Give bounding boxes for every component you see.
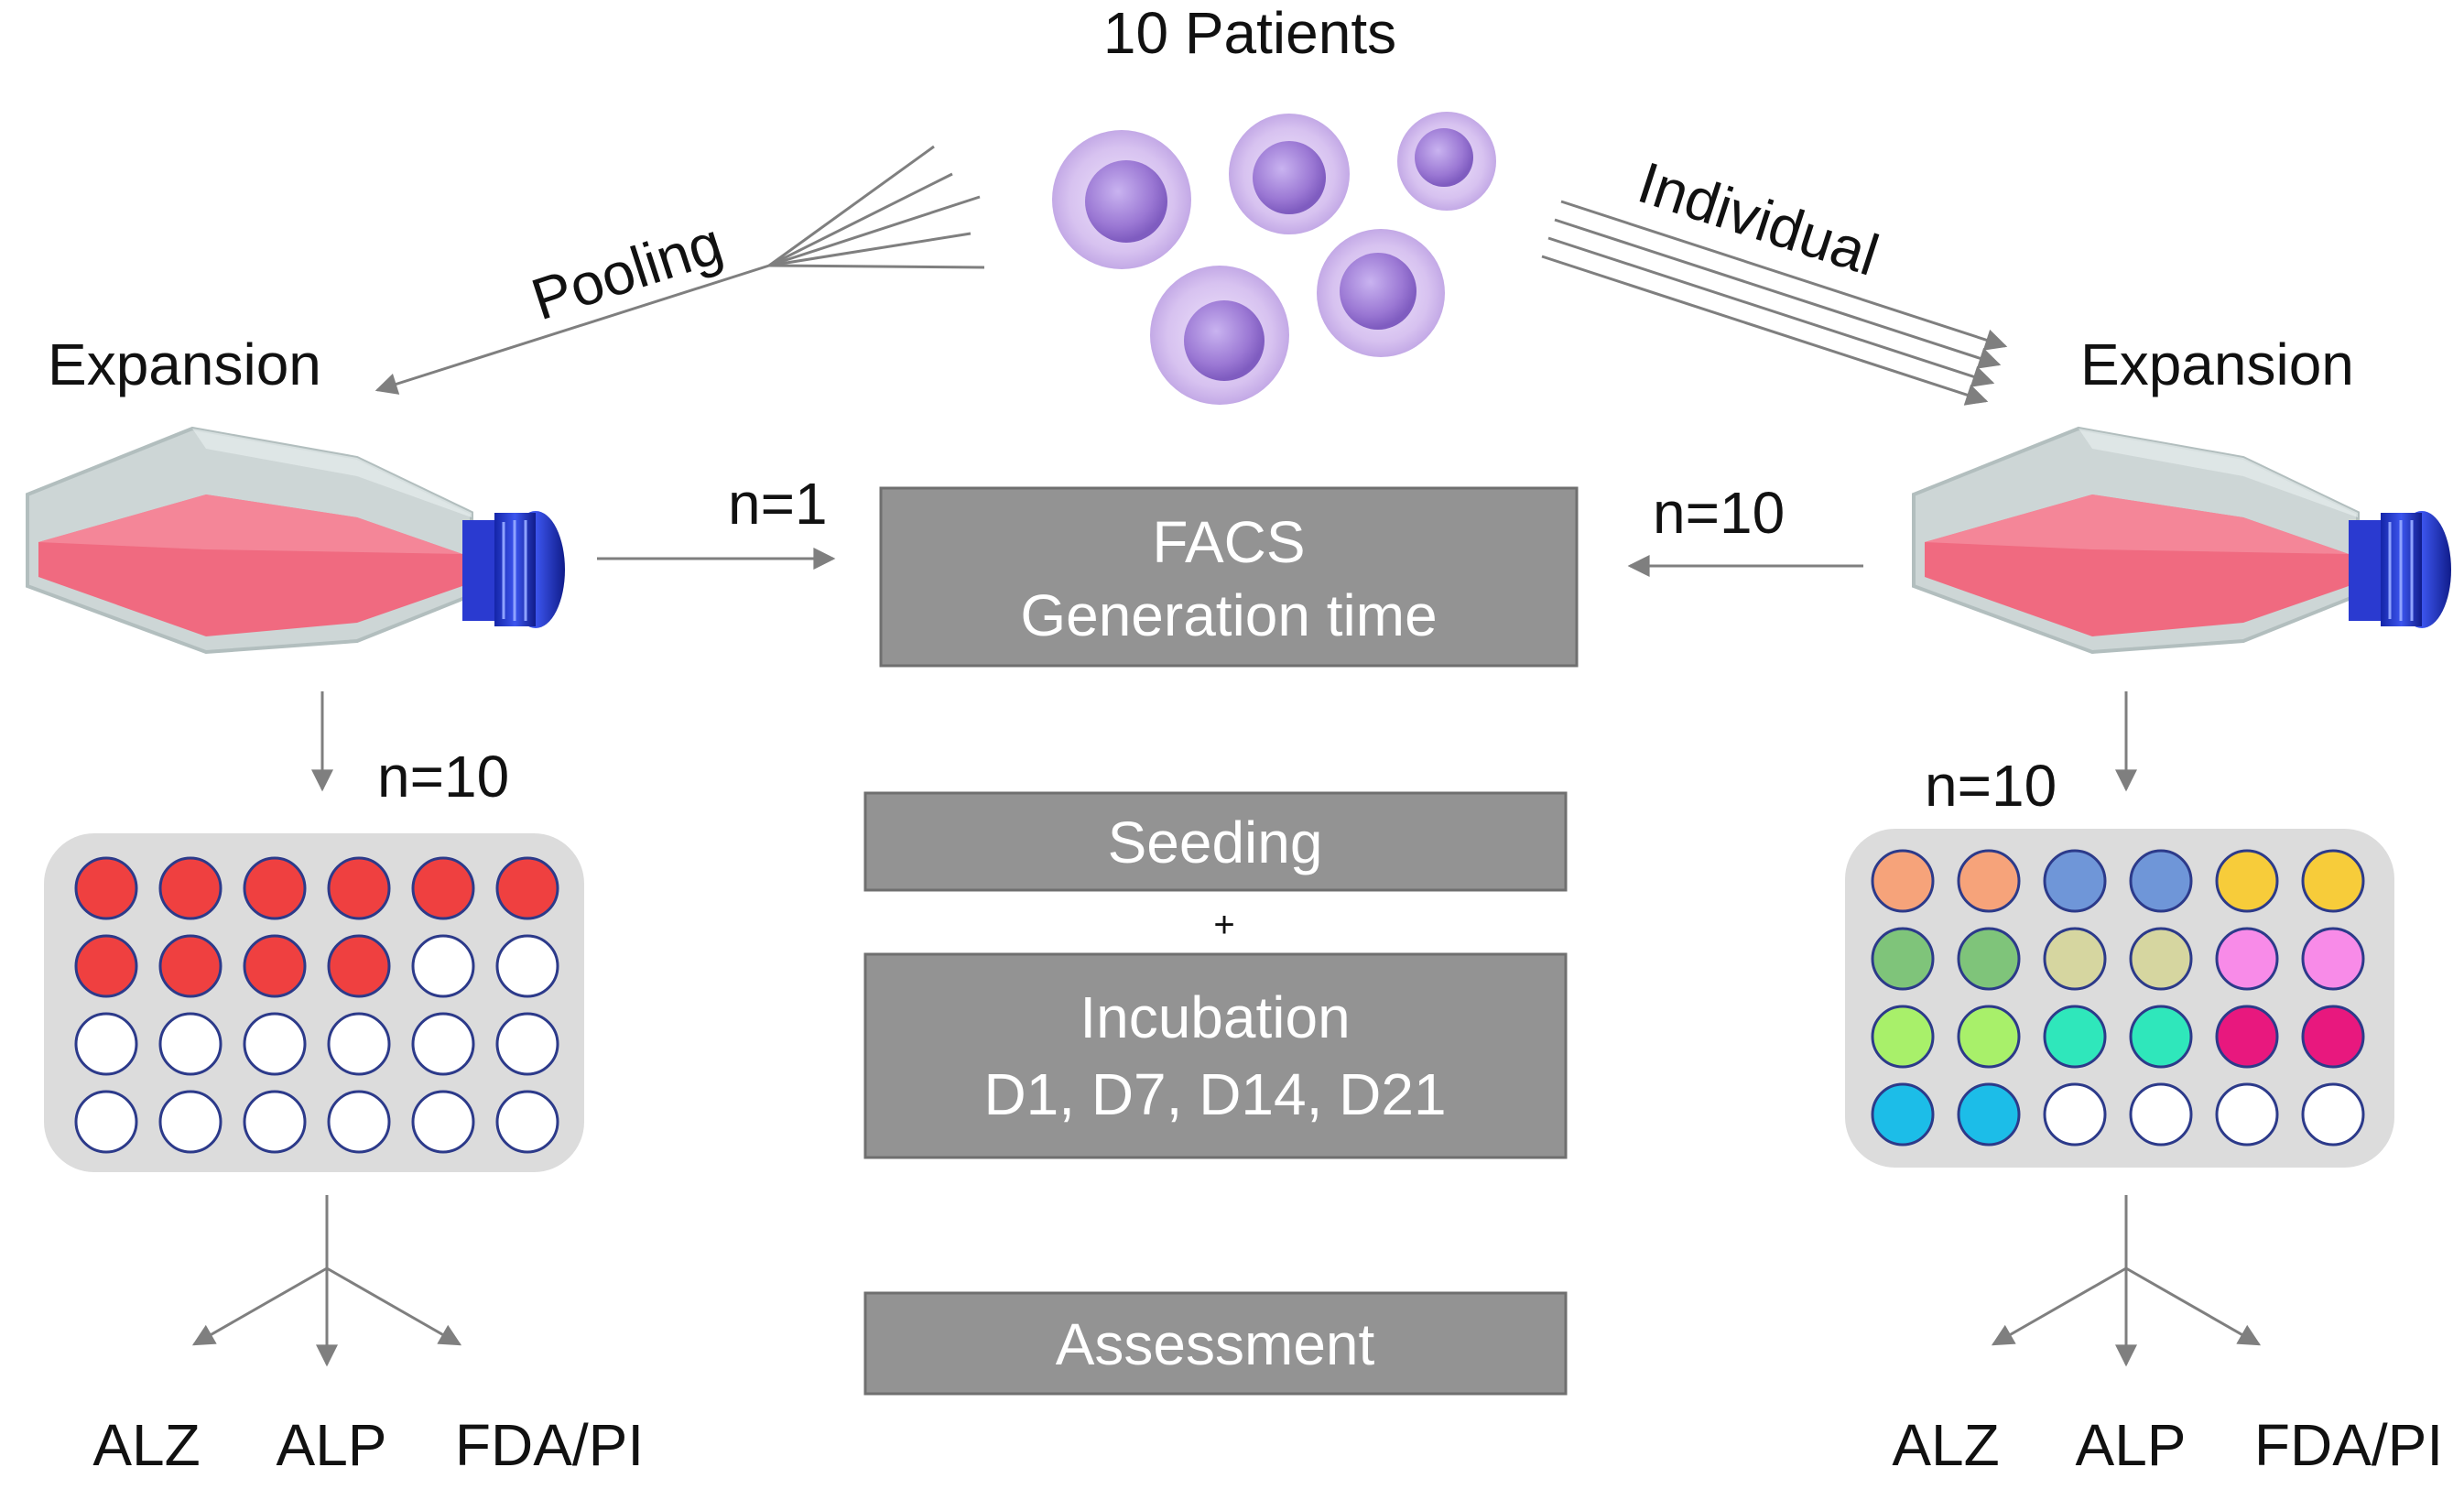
left-well-r3-c3	[243, 1012, 307, 1076]
right-assay-fdapi: FDA/PI	[2254, 1412, 2443, 1478]
right-well-r2-c6	[2301, 927, 2365, 991]
left-assay-arrows	[191, 1195, 462, 1367]
right-culture-flask	[1912, 426, 2451, 655]
right-well-r2-c4	[2129, 927, 2193, 991]
left-well-r2-c2	[158, 934, 223, 998]
assessment-box: Assessment	[863, 1291, 1568, 1396]
left-well-r3-c1	[74, 1012, 138, 1076]
right-well-r2-c5	[2215, 927, 2279, 991]
right-well-r4-c5	[2215, 1082, 2279, 1147]
left-well-r4-c4	[327, 1090, 391, 1154]
left-expansion-label: Expansion	[48, 331, 321, 397]
facs-box: FACS Generation time	[879, 486, 1579, 668]
seeding-box: Seeding	[863, 791, 1568, 892]
cell	[1229, 114, 1350, 234]
right-n-plate-label: n=10	[1925, 753, 2057, 819]
left-well-r2-c3	[243, 934, 307, 998]
right-well-r3-c6	[2301, 1005, 2365, 1069]
left-well-r1-c1	[74, 856, 138, 920]
left-well-r4-c3	[243, 1090, 307, 1154]
incubation-title: Incubation	[1080, 984, 1350, 1050]
left-well-r4-c6	[495, 1090, 559, 1154]
diagram-title: 10 Patients	[1103, 0, 1396, 66]
left-well-r1-c6	[495, 856, 559, 920]
right-assay-alz: ALZ	[1892, 1412, 1999, 1478]
facs-subtitle: Generation time	[1020, 582, 1437, 648]
right-well-r1-c2	[1957, 849, 2021, 913]
left-well-r2-c1	[74, 934, 138, 998]
right-well-r1-c6	[2301, 849, 2365, 913]
left-well-r1-c5	[411, 856, 475, 920]
individual-lines	[1541, 200, 2008, 406]
left-well-r4-c5	[411, 1090, 475, 1154]
cell	[1317, 229, 1445, 357]
right-well-r4-c4	[2129, 1082, 2193, 1147]
right-well-r2-c3	[2043, 927, 2107, 991]
plus-sign: +	[1213, 905, 1234, 945]
left-well-r2-c4	[327, 934, 391, 998]
left-n-facs-label: n=1	[728, 471, 828, 537]
right-n-facs-label: n=10	[1653, 480, 1785, 546]
right-well-r3-c1	[1871, 1005, 1935, 1069]
cell	[1052, 130, 1191, 269]
right-well-r2-c2	[1957, 927, 2021, 991]
patient-cells	[1052, 112, 1496, 405]
left-well-r1-c4	[327, 856, 391, 920]
right-well-r3-c2	[1957, 1005, 2021, 1069]
facs-title: FACS	[1152, 509, 1305, 575]
left-wells	[74, 856, 559, 1154]
right-assay-alp: ALP	[2076, 1412, 2187, 1478]
left-well-r1-c2	[158, 856, 223, 920]
left-well-r4-c1	[74, 1090, 138, 1154]
left-well-r3-c2	[158, 1012, 223, 1076]
right-well-r1-c1	[1871, 849, 1935, 913]
right-well-r1-c3	[2043, 849, 2107, 913]
right-well-r4-c2	[1957, 1082, 2021, 1147]
right-well-plate	[1845, 829, 2394, 1168]
right-well-r4-c6	[2301, 1082, 2365, 1147]
left-n-plate-label: n=10	[377, 744, 509, 810]
left-assay-alp: ALP	[277, 1412, 387, 1478]
incubation-box: Incubation D1, D7, D14, D21	[863, 952, 1568, 1159]
left-well-r3-c5	[411, 1012, 475, 1076]
right-well-r3-c3	[2043, 1005, 2107, 1069]
right-well-r4-c1	[1871, 1082, 1935, 1147]
right-well-r3-c4	[2129, 1005, 2193, 1069]
right-well-r1-c5	[2215, 849, 2279, 913]
right-well-r4-c3	[2043, 1082, 2107, 1147]
cell	[1397, 112, 1496, 211]
left-well-r4-c2	[158, 1090, 223, 1154]
left-well-r2-c5	[411, 934, 475, 998]
left-culture-flask	[26, 426, 565, 655]
left-well-plate	[44, 833, 584, 1172]
individual-label: Individual	[1631, 149, 1886, 288]
incubation-days: D1, D7, D14, D21	[983, 1061, 1446, 1127]
right-expansion-label: Expansion	[2080, 331, 2354, 397]
assessment-label: Assessment	[1056, 1311, 1375, 1377]
left-well-r1-c3	[243, 856, 307, 920]
right-assay-arrows	[1991, 1195, 2262, 1367]
right-well-r3-c5	[2215, 1005, 2279, 1069]
pooling-lines	[374, 145, 985, 395]
left-well-r3-c4	[327, 1012, 391, 1076]
seeding-label: Seeding	[1108, 810, 1323, 875]
cell	[1150, 266, 1289, 405]
left-assay-fdapi: FDA/PI	[455, 1412, 644, 1478]
left-well-r3-c6	[495, 1012, 559, 1076]
right-wells	[1871, 849, 2365, 1147]
right-well-r1-c4	[2129, 849, 2193, 913]
right-well-r2-c1	[1871, 927, 1935, 991]
left-assay-alz: ALZ	[92, 1412, 200, 1478]
left-well-r2-c6	[495, 934, 559, 998]
pooling-label: Pooling	[524, 210, 730, 332]
